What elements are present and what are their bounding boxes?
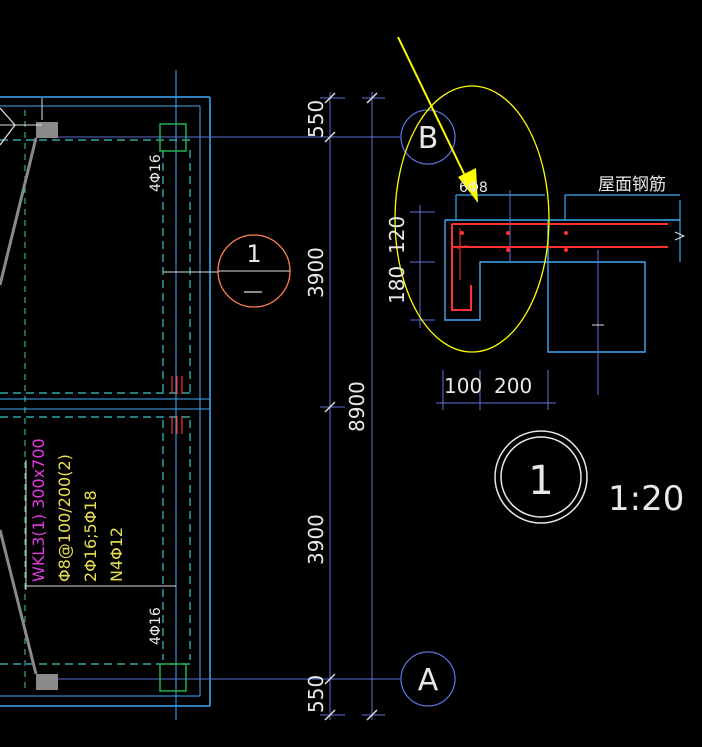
dim-total: 8900 xyxy=(345,381,369,432)
detail-scale: 1:20 xyxy=(608,479,684,519)
section-detail xyxy=(394,36,686,410)
axis-label-a: A xyxy=(418,663,439,698)
axis-label-b: B xyxy=(418,121,439,156)
beam-stirrup: Φ8@100/200(2) xyxy=(55,454,74,582)
dim-lower-span: 3900 xyxy=(304,514,328,565)
bar-label: 6Φ8 xyxy=(459,180,488,196)
beam-name: WKL3(1) 300x700 xyxy=(29,438,48,582)
beam-top-bar: 2Φ16;5Φ18 xyxy=(81,490,100,582)
detail-number: 1 xyxy=(528,458,553,504)
dim-width-right: 200 xyxy=(494,374,532,398)
beam-annotation: WKL3(1) 300x700 Φ8@100/200(2) 2Φ16;5Φ18 … xyxy=(29,438,126,582)
bar-tag-lower: 4Φ16 xyxy=(148,607,164,645)
bar-tag-upper: 4Φ16 xyxy=(148,154,164,192)
beam-side-bar: N4Φ12 xyxy=(107,527,126,582)
dim-height-bottom: 180 xyxy=(385,266,409,304)
dim-width-left: 100 xyxy=(444,374,482,398)
arrow-icon xyxy=(458,168,478,203)
axis-bubble-a: A xyxy=(400,651,456,707)
dim-upper-span: 3900 xyxy=(304,247,328,298)
highlight-ellipse xyxy=(394,85,550,353)
dimension-chain xyxy=(320,92,385,721)
plan-view xyxy=(0,70,400,720)
section-marker: 1 xyxy=(217,234,291,308)
detail-title: 1 1:20 xyxy=(494,430,684,524)
dim-top-end: 550 xyxy=(304,100,328,138)
slab-rebar-label: 屋面钢筋 xyxy=(598,175,666,195)
dim-bottom-end: 550 xyxy=(304,675,328,713)
section-marker-number: 1 xyxy=(246,240,261,268)
dim-height-top: 120 xyxy=(385,216,409,254)
